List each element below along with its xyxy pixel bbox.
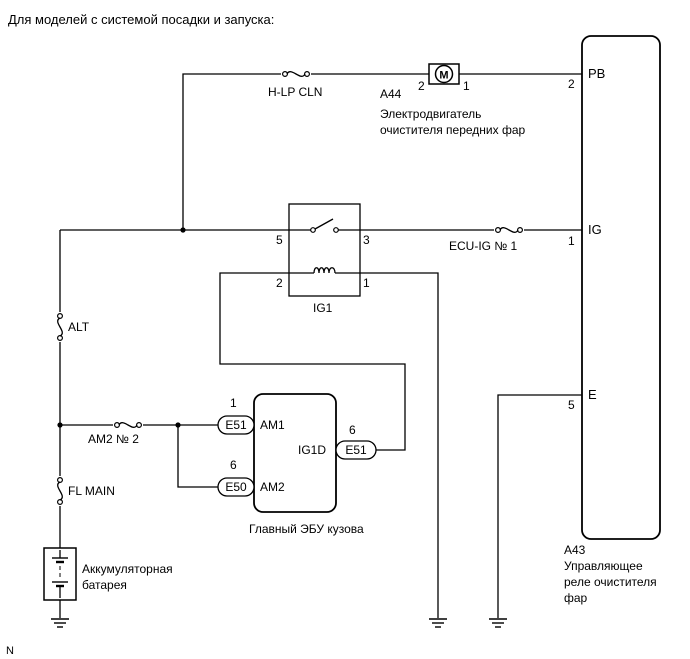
connector-e50-am2: [217, 477, 255, 497]
relay-unit-name-line1: Управляющее: [564, 559, 643, 573]
wire-relay-pin2: [219, 272, 406, 451]
junction-dot: [180, 227, 186, 233]
wire-e-ground: [497, 394, 582, 618]
connector-e51-am1: [217, 415, 255, 435]
ground-unit-e-icon: [489, 618, 507, 628]
relay-unit-pb-label: PB: [588, 66, 605, 81]
connector-e50-am2-pin: 6: [230, 458, 237, 472]
junction-dot: [57, 422, 63, 428]
relay-unit-e-label: E: [588, 387, 597, 402]
body-ecu-am2-label: AM2: [260, 480, 285, 494]
fuse-am2-label: AM2 № 2: [88, 432, 139, 446]
body-ecu-ig1d-label: IG1D: [298, 443, 326, 457]
connector-e51-am1-label: E51: [225, 418, 247, 432]
connector-e51-ig1d-label: E51: [345, 443, 367, 457]
fuse-alt-icon: [54, 312, 66, 342]
diagram-title: Для моделей с системой посадки и запуска…: [8, 12, 274, 27]
relay-unit-name-line2: реле очистителя: [564, 575, 657, 589]
relay-unit-pb-pin: 2: [568, 77, 575, 91]
fuse-hlp-cln-label: H-LP CLN: [268, 85, 322, 99]
fuse-hlp-cln-icon: [281, 68, 311, 80]
motor-symbol: M: [439, 70, 448, 82]
wire-hlp-cln: [182, 73, 429, 230]
connector-e50-am2-label: E50: [225, 480, 247, 494]
fuse-ecu-ig-icon: [494, 224, 524, 236]
fuse-am2-icon: [113, 419, 143, 431]
ig1-relay-icon: [288, 203, 361, 297]
fuse-alt-label: ALT: [68, 320, 90, 334]
ig1-relay-pin5: 5: [276, 233, 283, 247]
motor-icon: [428, 63, 460, 85]
relay-unit-ig-label: IG: [588, 222, 602, 237]
relay-unit-box: [581, 35, 661, 540]
ground-relay-icon: [429, 618, 447, 628]
motor-name-line2: очистителя передних фар: [380, 123, 526, 137]
relay-unit-code: A43: [564, 543, 586, 557]
body-ecu-name: Главный ЭБУ кузова: [249, 522, 364, 536]
motor-code: A44: [380, 87, 402, 101]
battery-label-line2: батарея: [82, 578, 127, 592]
ig1-relay-pin1: 1: [363, 276, 370, 290]
connector-e51-ig1d: [335, 440, 377, 460]
ig1-relay-pin3: 3: [363, 233, 370, 247]
motor-pin-left: 2: [418, 79, 425, 93]
ig1-relay-pin2: 2: [276, 276, 283, 290]
relay-unit-e-pin: 5: [568, 398, 575, 412]
connector-e51-am1-pin: 1: [230, 396, 237, 410]
relay-unit-ig-pin: 1: [568, 234, 575, 248]
connector-e51-ig1d-pin: 6: [349, 423, 356, 437]
fuse-fl-main-label: FL MAIN: [68, 484, 115, 498]
fuse-ecu-ig-label: ECU-IG № 1: [449, 239, 518, 253]
body-ecu-am1-label: AM1: [260, 418, 285, 432]
battery-icon: [43, 547, 77, 618]
wire-am2-lower: [177, 425, 218, 488]
junction-dot: [175, 422, 181, 428]
ground-battery-icon: [51, 618, 69, 628]
wire-relay-pin1-ground: [338, 272, 439, 618]
motor-pin-right: 1: [463, 79, 470, 93]
motor-name-line1: Электродвигатель: [380, 107, 481, 121]
fuse-fl-main-icon: [54, 476, 66, 506]
footer-mark: N: [6, 645, 14, 657]
relay-unit-name-line3: фар: [564, 591, 588, 605]
battery-label-line1: Аккумуляторная: [82, 562, 173, 576]
ig1-relay-label: IG1: [313, 301, 333, 315]
